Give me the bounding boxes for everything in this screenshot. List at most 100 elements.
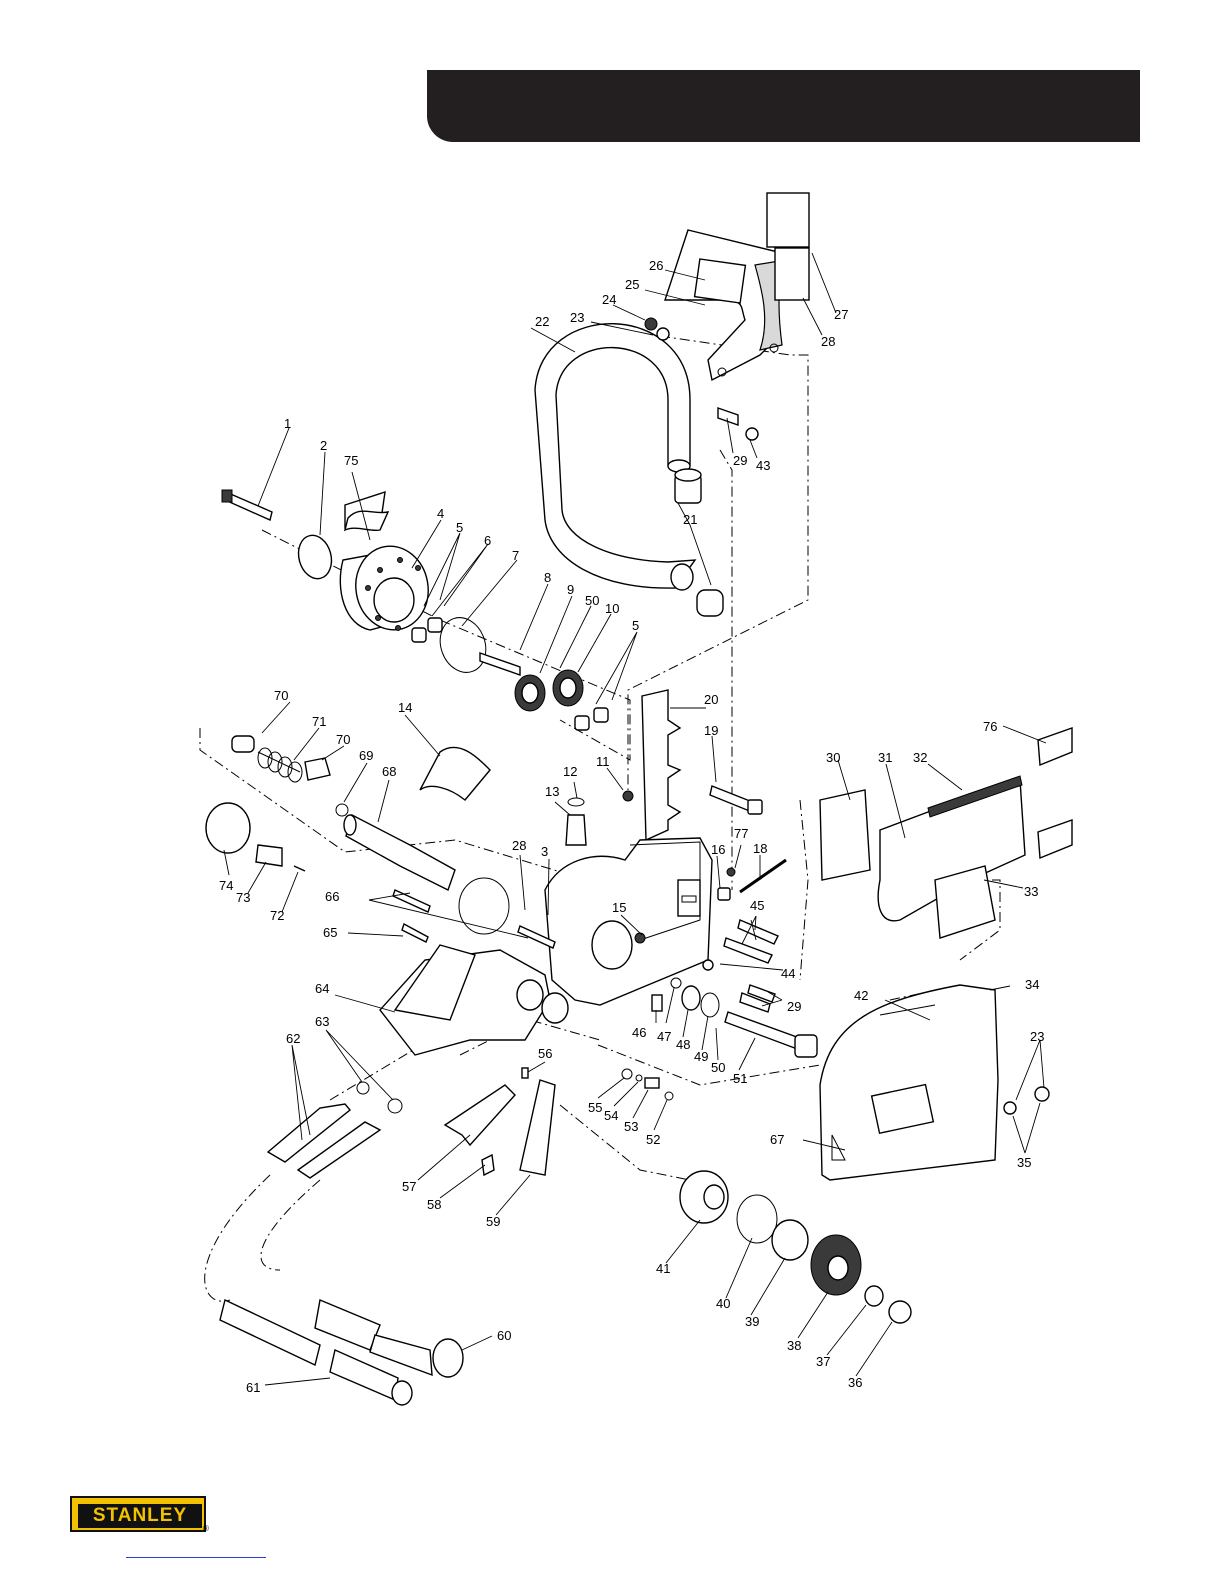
part-label: 62: [286, 1031, 300, 1046]
o-ring-12: [568, 798, 584, 806]
washer-23: [657, 328, 669, 340]
part-label: 1: [284, 416, 291, 431]
part-label: 51: [733, 1071, 747, 1086]
stud-45a: [724, 938, 772, 963]
spring-cup-70b: [305, 758, 330, 780]
o-ring-55: [622, 1069, 632, 1079]
pin-66a: [393, 890, 430, 912]
part-label: 38: [787, 1338, 801, 1353]
sleeve-73: [256, 845, 282, 866]
part-label: 64: [315, 981, 329, 996]
part-label: 6: [484, 533, 491, 548]
part-label: 63: [315, 1014, 329, 1029]
part-label: 45: [750, 898, 764, 913]
part-label: 43: [756, 458, 770, 473]
hose-62: [268, 1104, 380, 1178]
spring-cup-70a: [232, 736, 254, 752]
o-ring-69: [336, 804, 348, 816]
o-ring-63b: [388, 1099, 402, 1113]
part-label: 77: [734, 826, 748, 841]
part-label: 9: [567, 582, 574, 597]
decal-27: [767, 193, 809, 247]
o-ring-47: [671, 978, 681, 988]
part-label: 48: [676, 1037, 690, 1052]
part-label: 37: [816, 1354, 830, 1369]
part-label: 36: [848, 1375, 862, 1390]
pin-56: [522, 1068, 528, 1078]
nut-35: [1035, 1087, 1049, 1101]
adjuster-18: [740, 860, 786, 892]
part-label: 29: [787, 999, 801, 1014]
ring-54: [636, 1075, 642, 1081]
part-label: 30: [826, 750, 840, 765]
plunger-53: [645, 1078, 659, 1088]
part-label: 7: [512, 548, 519, 563]
part-label: 53: [624, 1119, 638, 1134]
part-label: 8: [544, 570, 551, 585]
nut-24: [645, 318, 657, 330]
part-label: 26: [649, 258, 663, 273]
part-label: 10: [605, 601, 619, 616]
fitting-13: [566, 815, 586, 845]
decal-14: [420, 747, 490, 800]
part-label: 54: [604, 1108, 618, 1123]
part-label: 66: [325, 889, 339, 904]
shaft-51: [725, 1012, 805, 1050]
seal-48: [682, 986, 700, 1010]
part-label: 23: [1030, 1029, 1044, 1044]
part-label: 14: [398, 700, 412, 715]
part-label: 60: [497, 1328, 511, 1343]
part-label: 65: [323, 925, 337, 940]
part-label: 41: [656, 1261, 670, 1276]
handle-body-64: [380, 945, 568, 1055]
part-label: 46: [632, 1025, 646, 1040]
stanley-logo: STANLEY: [70, 1496, 210, 1536]
part-label: 24: [602, 292, 616, 307]
o-ring-52: [665, 1092, 673, 1100]
washer-37: [865, 1286, 883, 1306]
part-label: 40: [716, 1296, 730, 1311]
part-label: 75: [344, 453, 358, 468]
part-label: 13: [545, 784, 559, 799]
part-label: 71: [312, 714, 326, 729]
bushing-5b: [594, 708, 608, 722]
spring-58: [482, 1155, 494, 1175]
part-label: 16: [711, 842, 725, 857]
ring-40: [737, 1195, 777, 1243]
chain-cover-34: [820, 985, 998, 1180]
part-label: 12: [563, 764, 577, 779]
part-label: 39: [745, 1314, 759, 1329]
part-label: 70: [336, 732, 350, 747]
part-label: 73: [236, 890, 250, 905]
decal-28: [775, 248, 809, 300]
part-label: 3: [541, 844, 548, 859]
nut-77: [727, 868, 735, 876]
part-label: 42: [854, 988, 868, 1003]
part-label: 32: [913, 750, 927, 765]
part-label: 68: [382, 764, 396, 779]
screw-46: [652, 995, 662, 1011]
part-label: 27: [834, 307, 848, 322]
footer-link-line[interactable]: [126, 1557, 266, 1558]
washer-23b: [1004, 1102, 1016, 1114]
part-label: 31: [878, 750, 892, 765]
washer-44: [703, 960, 713, 970]
part-label: 57: [402, 1179, 416, 1194]
part-label: 15: [612, 900, 626, 915]
pin-65: [402, 924, 428, 942]
bushing-21: [675, 469, 723, 616]
part-label: 50: [711, 1060, 725, 1075]
part-label: 29: [733, 453, 747, 468]
o-ring-66: [459, 878, 509, 934]
trigger-59: [520, 1080, 555, 1175]
part-label: 19: [704, 723, 718, 738]
spool-68: [344, 815, 455, 890]
part-label: 61: [246, 1380, 260, 1395]
part-label: 18: [753, 841, 767, 856]
part-label: 70: [274, 688, 288, 703]
part-label: 56: [538, 1046, 552, 1061]
shaft-end-51: [795, 1035, 817, 1057]
trigger-57: [445, 1085, 515, 1145]
bar-piece-76a: [1038, 728, 1072, 765]
